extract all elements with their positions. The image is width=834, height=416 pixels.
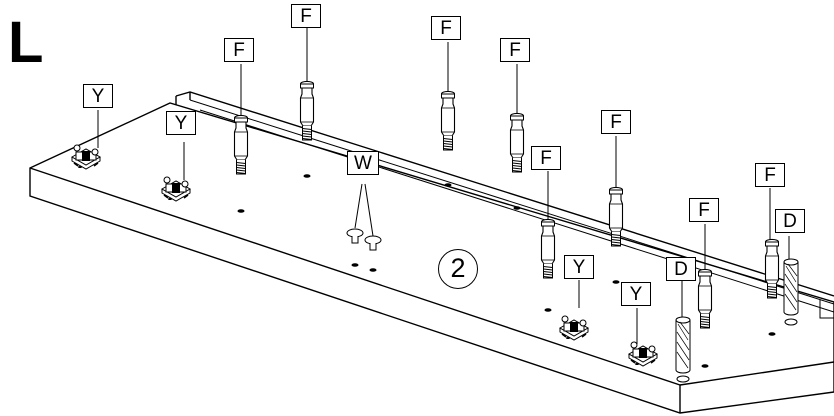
label-F: F <box>224 38 254 62</box>
label-F: F <box>500 38 530 62</box>
label-Y: Y <box>564 255 594 279</box>
cam-lock-Y-2 <box>161 176 191 202</box>
label-W: W <box>347 151 379 175</box>
cam-lock-Y-1 <box>71 144 101 170</box>
label-F: F <box>291 4 321 28</box>
panel-board <box>29 91 834 414</box>
label-Y: Y <box>83 84 113 108</box>
panel-number: 2 <box>438 249 478 289</box>
label-Y: Y <box>166 111 196 135</box>
label-D: D <box>775 209 805 233</box>
step-letter: L <box>8 10 44 75</box>
label-F: F <box>755 163 785 187</box>
cam-lock-Y-3 <box>559 315 589 341</box>
label-F: F <box>431 16 461 40</box>
cam-lock-Y-4 <box>628 341 658 367</box>
wood-dowel-D-1 <box>675 316 691 383</box>
label-F: F <box>601 110 631 134</box>
label-D: D <box>666 257 696 281</box>
label-Y: Y <box>621 282 651 306</box>
wood-dowel-D-2 <box>783 258 799 326</box>
label-F: F <box>689 198 719 222</box>
label-F: F <box>531 146 561 170</box>
